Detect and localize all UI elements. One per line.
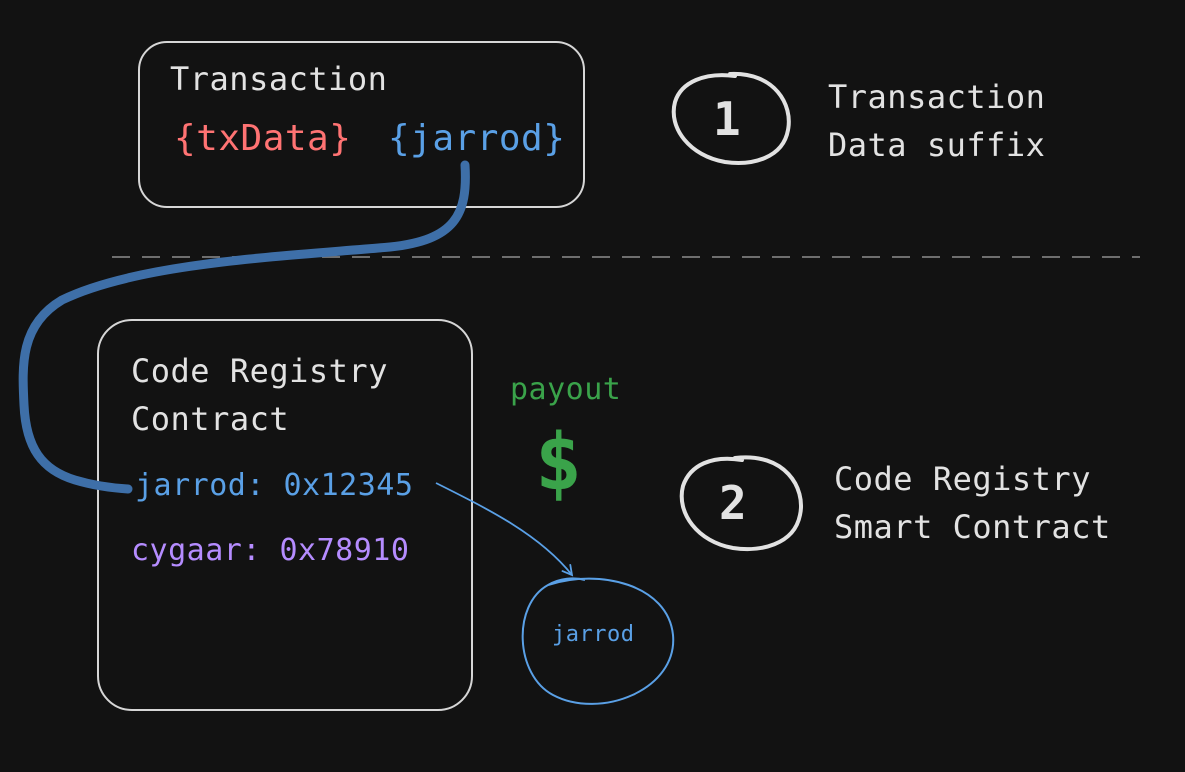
step-2-number: 2 <box>719 476 748 530</box>
step-1-label-line2: Data suffix <box>828 126 1046 164</box>
recipient-circle <box>521 577 675 705</box>
suffix-connector <box>18 160 470 494</box>
jarrod-suffix-tag: {jarrod} <box>388 118 566 159</box>
tx-data-tag: {txData} <box>174 118 352 159</box>
code-registry-box <box>97 319 473 711</box>
registry-title-line1: Code Registry <box>131 352 388 390</box>
dollar-icon: $ <box>535 418 583 508</box>
payout-arrow <box>435 482 574 577</box>
registry-title-line2: Contract <box>131 400 290 438</box>
step-1-label-line1: Transaction <box>828 78 1046 116</box>
registry-entry-jarrod: jarrod: 0x12345 <box>135 468 414 503</box>
payout-label: payout <box>510 372 622 407</box>
recipient-label: jarrod <box>552 622 635 647</box>
step-1-number: 1 <box>713 92 742 146</box>
step-2-label-line2: Smart Contract <box>834 508 1111 546</box>
transaction-box <box>138 41 585 208</box>
registry-entry-cygaar: cygaar: 0x78910 <box>131 533 410 568</box>
step-2-label-line1: Code Registry <box>834 460 1091 498</box>
transaction-title: Transaction <box>170 60 388 98</box>
step-1-circle <box>671 71 791 165</box>
step-2-circle <box>679 455 803 551</box>
